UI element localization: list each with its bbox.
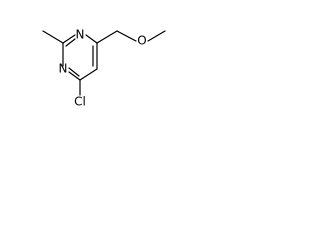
atom-cl: Cl (74, 95, 86, 109)
bond-n-top-c4 (85, 34, 98, 44)
bond-c4-ch2 (96, 30, 118, 44)
bond-methyl (42, 30, 64, 44)
bond-o-ch3 (147, 30, 166, 42)
bond-c5-c6 (79, 68, 98, 81)
atom-n-left: N (59, 62, 68, 76)
bond-c2-n-top (62, 34, 76, 44)
atom-n-top: N (76, 28, 85, 42)
atom-o-ether: O (137, 34, 146, 48)
bond-c6-n-left (68, 71, 81, 81)
double-bond-inner-c6-n-left (68, 67, 80, 77)
molecule-structure: N N O Cl (42, 28, 166, 109)
double-bond-inner-c2-n-top (65, 38, 76, 47)
atom-labels: N N O Cl (59, 28, 147, 109)
structure-canvas: N N O Cl (0, 0, 183, 113)
bonds (42, 30, 166, 96)
bond-ch2-o (116, 30, 137, 42)
